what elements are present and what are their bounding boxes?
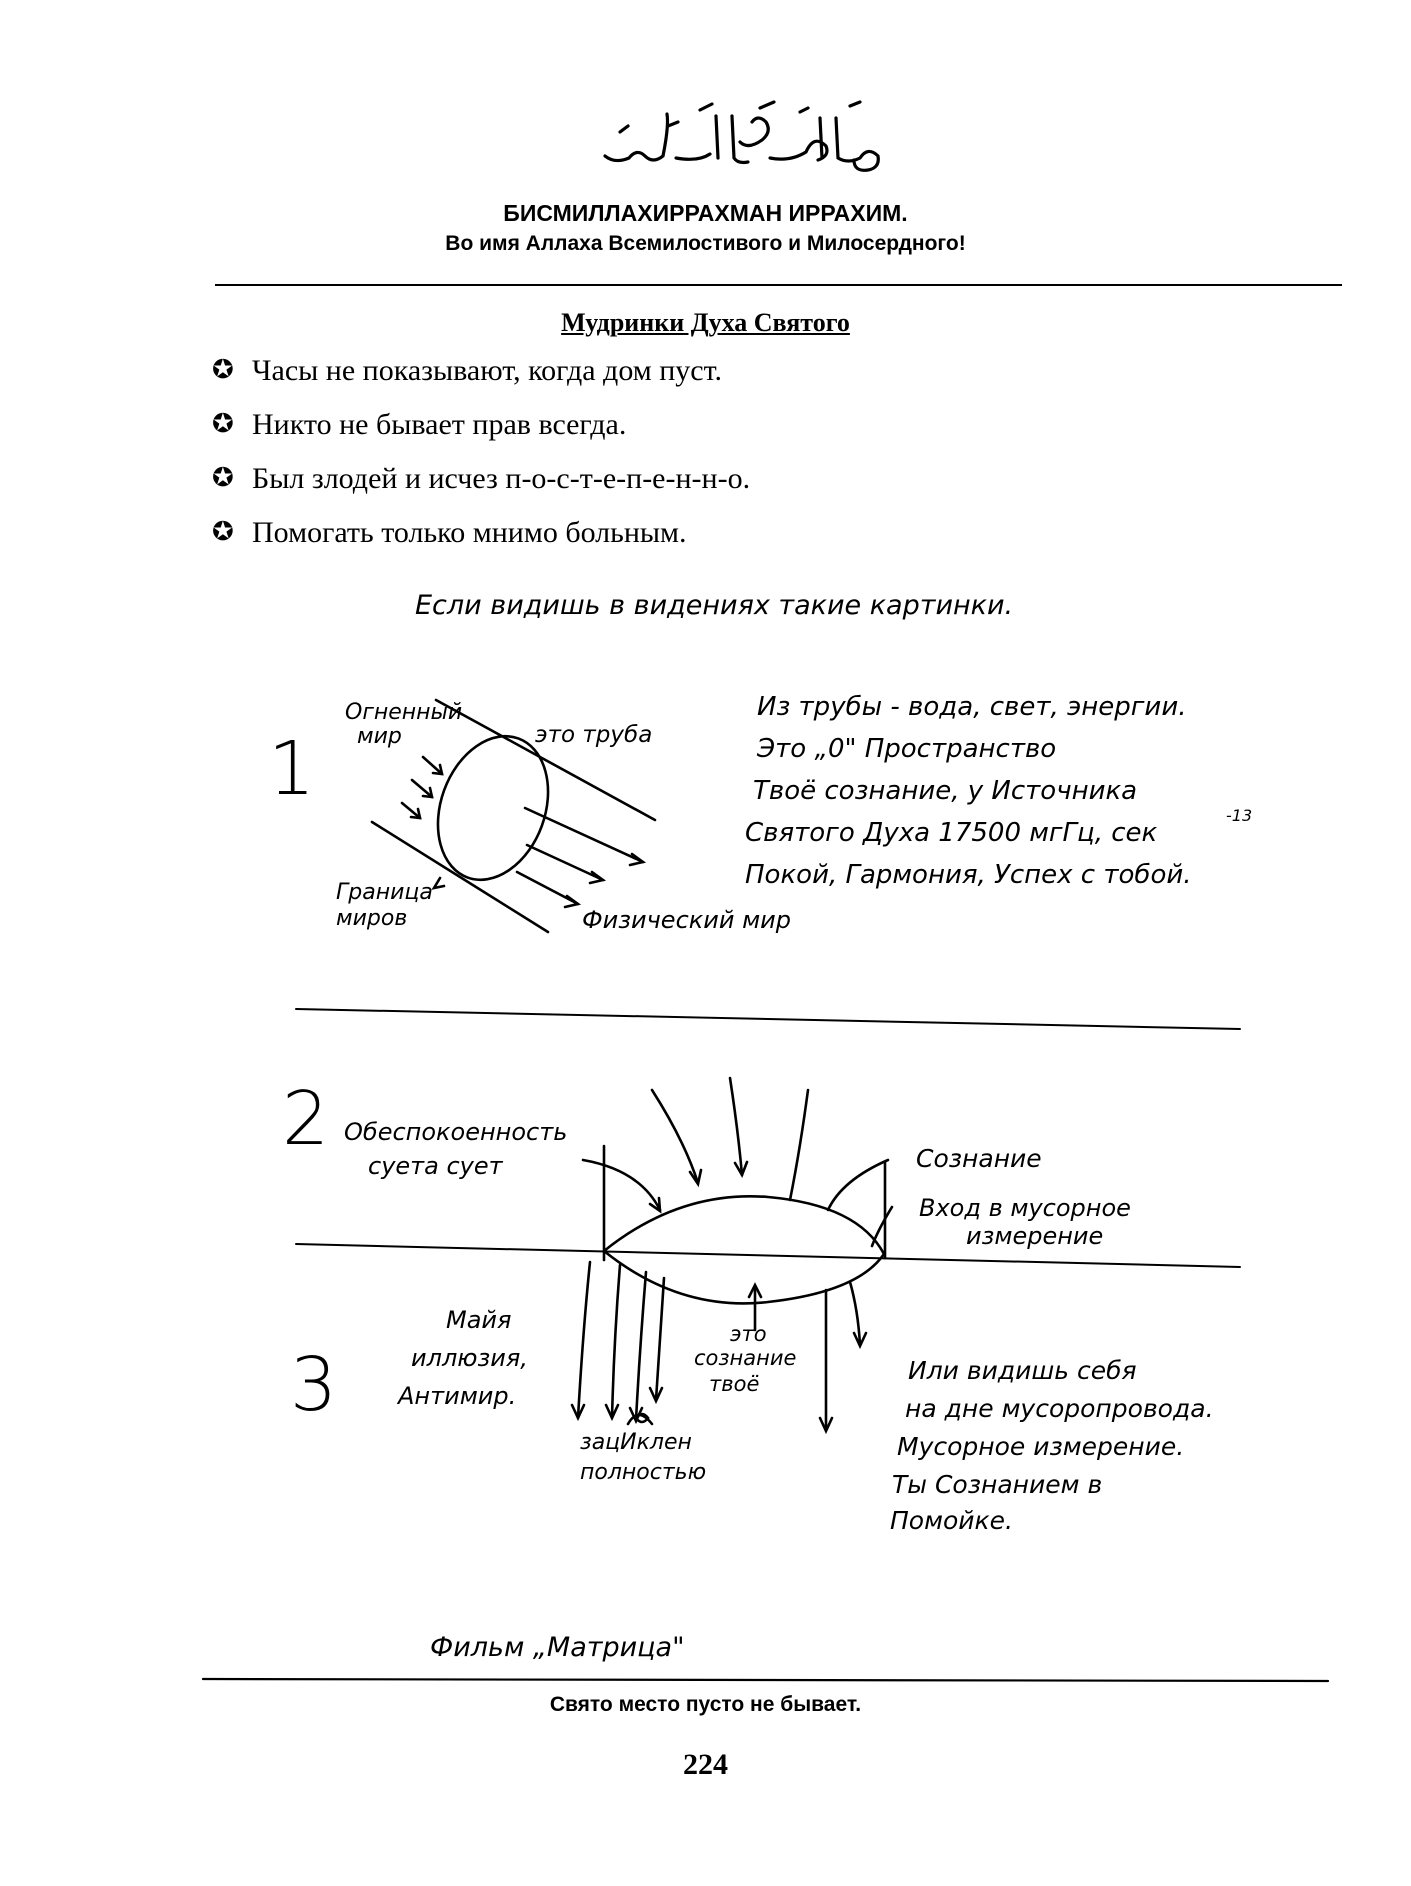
note-3-line: Мусорное измерение. xyxy=(897,1432,1184,1461)
diagram-number-2: 2 xyxy=(282,1076,329,1162)
section-title: Мудринки Духа Святого xyxy=(0,308,1411,338)
label-maya: Майя xyxy=(446,1306,511,1334)
list-item-text: Был злодей и исчез п-о-с-т-е-п-е-н-н-о. xyxy=(252,462,750,495)
header-title: БИСМИЛЛАХИРРАХМАН ИРРАХИМ. xyxy=(0,200,1411,227)
label-physical-world: Физический мир xyxy=(582,906,791,934)
note-1-line: Это „0" Пространство xyxy=(757,734,1056,764)
list-item: ✪ Часы не показывают, когда дом пуст. xyxy=(212,354,722,388)
note-3-line: Помойке. xyxy=(890,1506,1013,1535)
list-item: ✪ Никто не бывает прав всегда. xyxy=(212,408,626,442)
note-3-line: на дне мусоропровода. xyxy=(905,1394,1214,1423)
label-pipe: это труба xyxy=(535,722,652,748)
diagram-number-1: 1 xyxy=(268,726,315,812)
footer-proverb: Свято место пусто не бывает. xyxy=(0,1693,1411,1717)
label-border-2: миров xyxy=(336,906,407,931)
list-item: ✪ Помогать только мнимо больным. xyxy=(212,516,687,550)
list-item: ✪ Был злодей и исчез п-о-с-т-е-п-е-н-н-о. xyxy=(212,462,750,496)
footer-divider xyxy=(203,1679,1328,1681)
label-entry-2: измерение xyxy=(966,1222,1103,1250)
note-1-line: Из трубы - вода, свет, энергии. xyxy=(757,692,1187,722)
note-1-line: Святого Духа 17500 мгГц, сек xyxy=(745,818,1157,848)
star-in-circle-icon: ✪ xyxy=(212,355,242,385)
label-worry-2: суета сует xyxy=(368,1152,503,1180)
label-yours-3: твоё xyxy=(709,1372,759,1396)
list-item-text: Помогать только мнимо больным. xyxy=(252,516,687,549)
diagram-divider-1 xyxy=(296,1009,1240,1029)
label-maya-3: Антимир. xyxy=(398,1382,516,1410)
label-yours-2: сознание xyxy=(694,1346,796,1370)
diagram-number-3: 3 xyxy=(290,1342,337,1428)
label-worry: Обеспокоенность xyxy=(344,1118,567,1146)
label-fire-world-2: мир xyxy=(357,724,402,749)
label-border: Граница xyxy=(336,880,433,905)
star-in-circle-icon: ✪ xyxy=(212,517,242,547)
handwritten-film: Фильм „Матрица" xyxy=(430,1632,685,1663)
label-maya-2: иллюзия, xyxy=(411,1344,528,1372)
label-yours: это xyxy=(730,1322,767,1346)
label-looped: зацИклен xyxy=(580,1430,692,1455)
handwritten-intro: Если видишь в видениях такие картинки. xyxy=(415,590,1013,621)
bismillah-calligraphy-image xyxy=(0,92,1411,178)
note-1-line: Покой, Гармония, Успех с тобой. xyxy=(745,860,1192,890)
note-1-line: Твоё сознание, у Источника xyxy=(753,776,1137,806)
list-item-text: Никто не бывает прав всегда. xyxy=(252,408,626,441)
note-3-line: Ты Сознанием в xyxy=(892,1470,1102,1499)
bismillah-calligraphy xyxy=(0,92,1411,178)
header-subtitle: Во имя Аллаха Всемилостивого и Милосердн… xyxy=(0,232,1411,256)
star-in-circle-icon: ✪ xyxy=(212,409,242,439)
note-3-line: Или видишь себя xyxy=(908,1356,1137,1385)
star-in-circle-icon: ✪ xyxy=(212,463,242,493)
label-fire-world: Огненный xyxy=(345,700,462,725)
page-number: 224 xyxy=(0,1748,1411,1782)
label-consciousness: Сознание xyxy=(916,1144,1042,1173)
list-item-text: Часы не показывают, когда дом пуст. xyxy=(252,354,722,387)
note-1-superscript: -13 xyxy=(1226,806,1252,825)
label-looped-2: полностью xyxy=(580,1460,706,1485)
label-entry: Вход в мусорное xyxy=(919,1194,1131,1222)
header-divider xyxy=(215,284,1342,286)
